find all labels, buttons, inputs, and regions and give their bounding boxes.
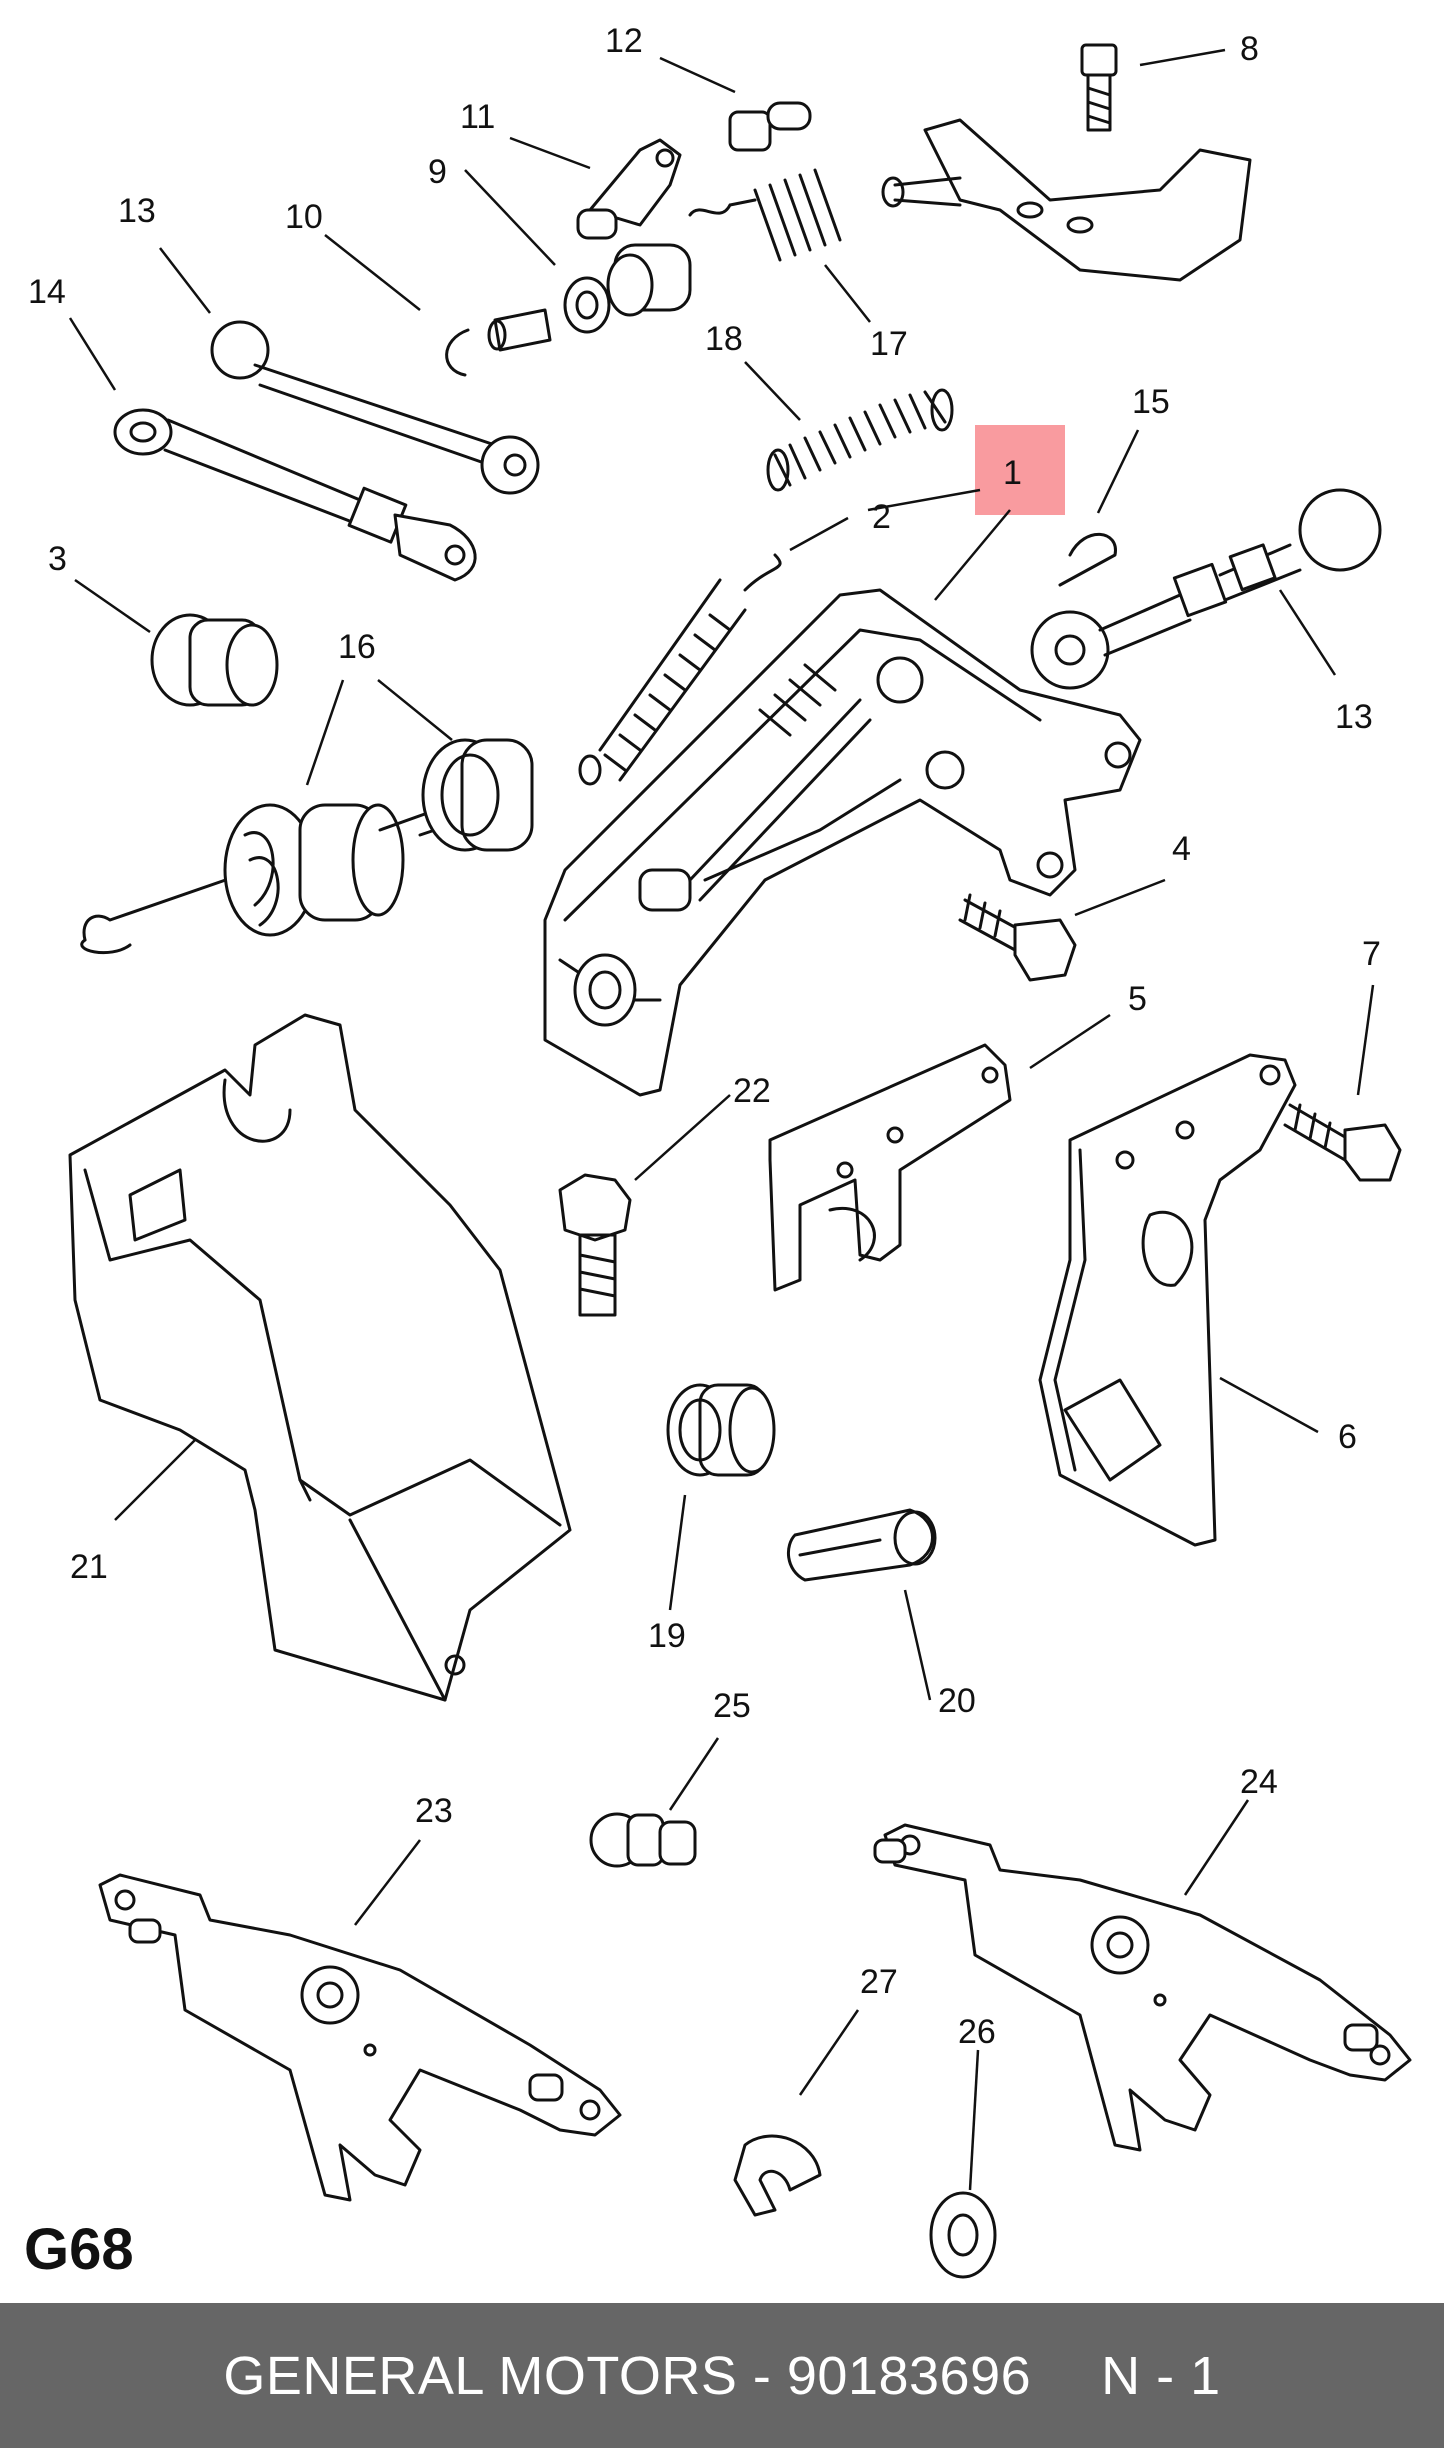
part-17-spring <box>688 168 842 262</box>
part-23-lever-plate <box>98 1873 622 2202</box>
callout-23: 23 <box>415 1792 453 1830</box>
callout-25: 25 <box>713 1687 751 1725</box>
part-22-bolt <box>558 1173 632 1317</box>
callout-13-left: 13 <box>118 192 156 230</box>
part-10-clip <box>445 308 552 377</box>
part-8-bolt <box>1080 43 1118 132</box>
callout-1: 1 <box>1003 454 1022 492</box>
part-25-pin <box>589 1812 697 1868</box>
part-5-bracket <box>768 1043 1012 1292</box>
part-19-sleeve <box>666 1383 776 1477</box>
part-top-bracket <box>881 118 1252 282</box>
callout-1-highlight <box>975 425 1065 515</box>
part-6-side-plate <box>1038 1053 1297 1547</box>
part-2-spring <box>578 553 782 786</box>
callout-3: 3 <box>48 540 67 578</box>
part-3-bushing <box>150 613 279 707</box>
part-27-clip <box>733 2134 822 2217</box>
callout-labels: 1 2 3 4 5 6 7 8 9 10 11 12 13 13 14 15 1… <box>28 22 1381 2051</box>
figure-code: G68 <box>24 2217 134 2282</box>
callout-11: 11 <box>460 98 495 136</box>
callout-22: 22 <box>733 1072 771 1110</box>
part-21-cover <box>68 1013 572 1702</box>
part-16-spring-bushing <box>80 738 534 955</box>
footer-bar: GENERAL MOTORS - 90183696 N - 1 <box>0 2303 1444 2448</box>
part-18-spring <box>766 388 954 492</box>
callout-27: 27 <box>860 1963 898 2001</box>
part-14-tie-rod <box>113 408 477 582</box>
footer-brand-part-number: GENERAL MOTORS - 90183696 <box>223 2345 1032 2406</box>
callout-7: 7 <box>1362 935 1381 973</box>
callout-9: 9 <box>428 153 447 191</box>
callout-8: 8 <box>1240 30 1259 68</box>
callout-2: 2 <box>872 498 891 536</box>
callout-6: 6 <box>1338 1418 1357 1456</box>
callout-26: 26 <box>958 2013 996 2051</box>
callout-16: 16 <box>338 628 376 666</box>
part-13-rod-left <box>210 320 540 495</box>
callout-24: 24 <box>1240 1763 1278 1801</box>
part-7-bolt <box>1283 1103 1402 1182</box>
callout-10: 10 <box>285 198 323 236</box>
callout-18: 18 <box>705 320 743 358</box>
part-4-bolt <box>958 893 1077 982</box>
part-9-washer <box>563 243 692 334</box>
callout-14: 14 <box>28 273 66 311</box>
part-12-stud <box>728 101 812 152</box>
callout-19: 19 <box>648 1617 686 1655</box>
part-15-clip <box>1058 532 1117 587</box>
footer-position: N - 1 <box>1101 2345 1221 2406</box>
part-1-pedal-bracket <box>543 588 1142 1097</box>
part-24-lever-plate <box>873 1823 1412 2152</box>
callout-4: 4 <box>1172 830 1191 868</box>
parts-exploded-diagram: 1 2 3 4 5 6 7 8 9 10 11 12 13 13 14 15 1… <box>28 22 1412 2279</box>
part-13-rod-right <box>1030 488 1382 690</box>
part-26-washer <box>929 2191 997 2279</box>
part-20-split-pin <box>786 1508 937 1582</box>
callout-17: 17 <box>870 325 908 363</box>
callout-21: 21 <box>70 1548 108 1586</box>
callout-15: 15 <box>1132 383 1170 421</box>
callout-20: 20 <box>938 1682 976 1720</box>
part-11-lever <box>576 138 682 240</box>
callout-12: 12 <box>605 22 643 60</box>
leader-lines <box>68 48 1375 2191</box>
callout-13-right: 13 <box>1335 698 1373 736</box>
callout-5: 5 <box>1128 980 1147 1018</box>
